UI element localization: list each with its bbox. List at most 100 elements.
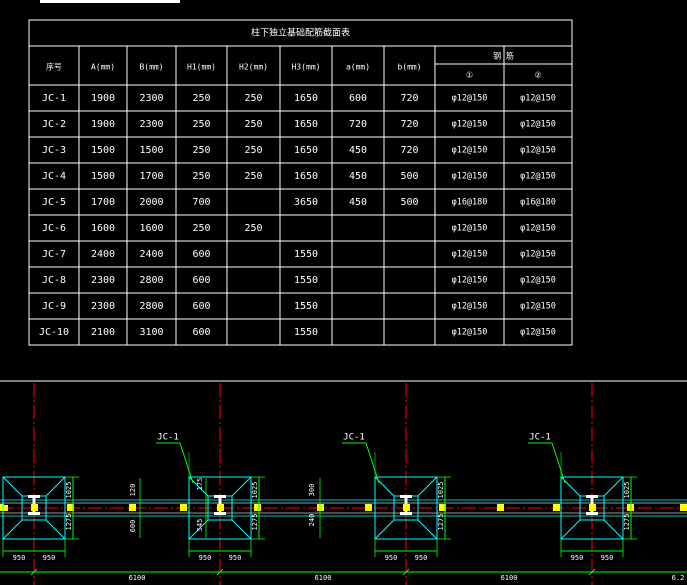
footing-diagonal (2, 476, 23, 497)
table-cell: 250 (244, 119, 262, 130)
anchor-block (31, 504, 38, 511)
leader-line (179, 442, 194, 484)
table-header-rebar-1: ① (466, 71, 473, 80)
footing-label: JC-1 (157, 433, 179, 443)
footing-diagonal (2, 519, 23, 540)
table-cell: φ12@150 (520, 302, 556, 312)
dim-tick (30, 568, 38, 576)
table-cell: JC-7 (42, 249, 66, 260)
column-flange-bottom (28, 512, 40, 515)
table-cell: JC-1 (42, 93, 66, 104)
table-cell: JC-10 (39, 327, 69, 338)
table-cell: 2100 (91, 327, 115, 338)
column-flange-bottom (400, 512, 412, 515)
bay-span-label: 6100 (315, 574, 332, 582)
table-cell: 450 (349, 171, 367, 182)
table-cell: 720 (400, 119, 418, 130)
footing-outline (188, 476, 252, 540)
anchor-block (497, 504, 504, 511)
table-cell: 3100 (139, 327, 163, 338)
footing-label: JC-1 (343, 433, 365, 443)
anchor-block (439, 504, 446, 511)
table-cell: φ12@150 (520, 120, 556, 130)
table-cell: φ12@150 (520, 146, 556, 156)
table-cell: φ12@150 (452, 94, 488, 104)
anchor-block (317, 504, 324, 511)
dim-tick (588, 568, 596, 576)
dim-1275-label: 1275 (251, 514, 259, 531)
anchor-block (680, 504, 687, 511)
table-header-cell: H2(mm) (239, 63, 268, 72)
table-cell: φ12@150 (452, 276, 488, 286)
table-cell: 1650 (294, 93, 318, 104)
table-cell: φ12@150 (520, 94, 556, 104)
table-header-rebar-2: ② (534, 71, 541, 80)
table-cell: 2800 (139, 275, 163, 286)
table-cell: 1500 (91, 145, 115, 156)
small-dim-label: 600 (129, 520, 137, 533)
small-dim-label: 240 (308, 514, 316, 527)
dim-950-left: 950 (571, 554, 584, 562)
table-cell: 250 (192, 93, 210, 104)
table-cell: 1700 (139, 171, 163, 182)
table-cell: JC-8 (42, 275, 66, 286)
anchor-block-edge (0, 505, 8, 511)
table-cell: 600 (192, 327, 210, 338)
footing-diagonal (417, 519, 438, 540)
footing-outline (374, 476, 438, 540)
table-cell: JC-9 (42, 301, 66, 312)
dim-1025-label: 1025 (251, 482, 259, 499)
column-flange-bottom (214, 512, 226, 515)
anchor-block (553, 504, 560, 511)
table-cell: JC-4 (42, 171, 66, 182)
table-border (28, 19, 573, 346)
table-header-cell: H3(mm) (292, 63, 321, 72)
footing-label: JC-1 (529, 433, 551, 443)
table-cell: 250 (192, 145, 210, 156)
table-header-cell: B(mm) (139, 63, 163, 72)
cut-off-top-text (40, 0, 180, 3)
table-cell: φ16@180 (520, 198, 556, 208)
dim-950-right: 950 (229, 554, 242, 562)
table-cell: 450 (349, 197, 367, 208)
footing-diagonal (374, 519, 395, 540)
table-title: 柱下独立基础配筋截面表 (251, 27, 350, 39)
dim-950-right: 950 (43, 554, 56, 562)
table-header-cell: b(mm) (397, 63, 421, 72)
table-cell: 1550 (294, 301, 318, 312)
table-cell: 2400 (139, 249, 163, 260)
anchor-block (217, 504, 224, 511)
dim-950-left: 950 (199, 554, 212, 562)
table-cell: 600 (192, 249, 210, 260)
dim-1275-label: 1275 (65, 514, 73, 531)
table-header-cell: a(mm) (346, 63, 370, 72)
table-cell: φ12@150 (452, 328, 488, 338)
table-cell: 1900 (91, 119, 115, 130)
table-cell: φ16@180 (452, 198, 488, 208)
table-header-cell: 序号 (46, 62, 62, 72)
table-cell: 2300 (139, 93, 163, 104)
dim-tick (402, 568, 410, 576)
dim-1025-label: 1025 (437, 482, 445, 499)
table-cell: 720 (400, 145, 418, 156)
table-cell: 600 (349, 93, 367, 104)
small-dim-label: 300 (308, 484, 316, 497)
dim-1025-label: 1025 (65, 482, 73, 499)
footing-jc-1: 1025 1275 950 950 JC-1 (156, 433, 265, 562)
table-header-cell: H1(mm) (187, 63, 216, 72)
table-cell: JC-6 (42, 223, 66, 234)
anchor-block (365, 504, 372, 511)
dim-950-right: 950 (601, 554, 614, 562)
anchor-block (254, 504, 261, 511)
table-cell: φ12@150 (452, 146, 488, 156)
table-cell: 250 (192, 119, 210, 130)
table-cell: 2800 (139, 301, 163, 312)
table-cell: 1900 (91, 93, 115, 104)
table-cell: φ12@150 (520, 172, 556, 182)
table-cell: 250 (192, 171, 210, 182)
table-cell: 1550 (294, 327, 318, 338)
